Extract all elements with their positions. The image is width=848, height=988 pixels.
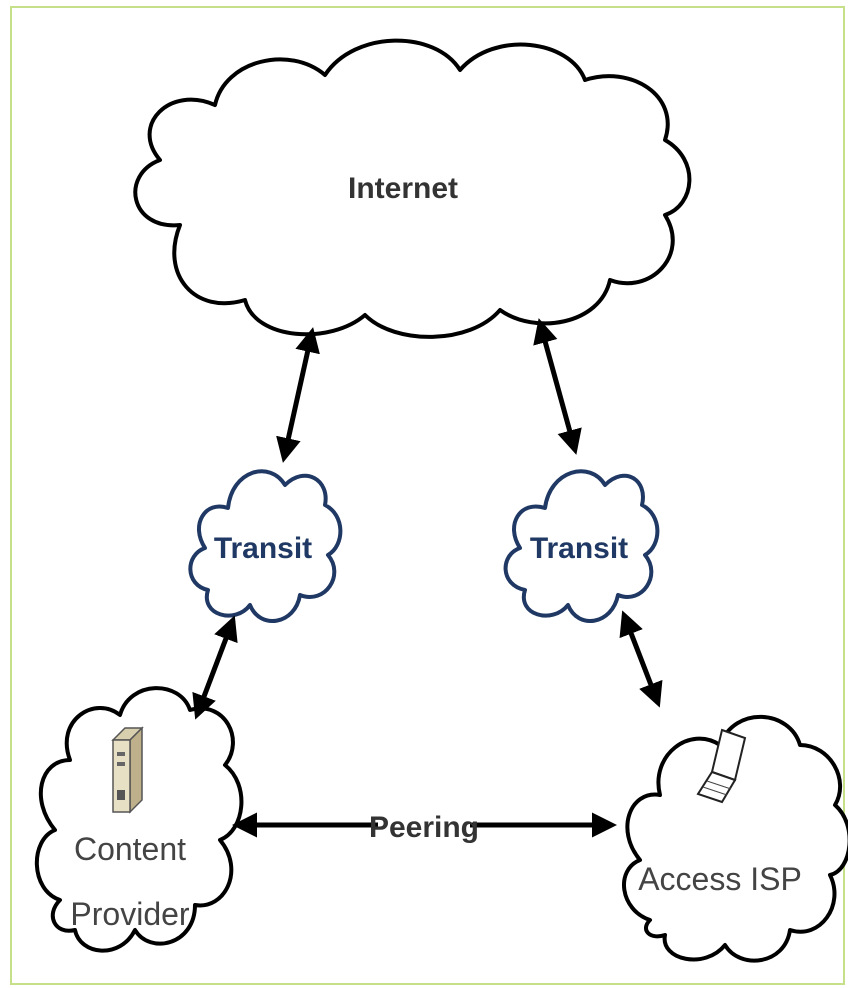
transit-right-label: Transit (530, 532, 628, 565)
laptop-icon (696, 728, 747, 804)
access-isp-label: Access ISP (638, 861, 802, 897)
content-provider-label-line1: Content (74, 831, 186, 867)
peering-label: Peering (369, 811, 479, 844)
transit-left-cloud: Transit (188, 469, 343, 623)
transit-left-label: Transit (214, 532, 312, 565)
link-transit-right-access-isp (619, 610, 663, 708)
content-provider-label-line2: Provider (70, 896, 190, 932)
content-provider-cloud: Content Provider (34, 686, 244, 953)
internet-label: Internet (348, 172, 458, 205)
diagram-frame (10, 6, 845, 985)
link-transit-left-content-provider (192, 615, 238, 720)
server-icon (111, 726, 144, 814)
transit-right-cloud: Transit (503, 469, 660, 623)
internet-cloud: Internet (133, 38, 692, 339)
access-isp-cloud: Access ISP (622, 714, 848, 963)
link-internet-transit-left (276, 327, 320, 463)
peering-label-bg (378, 805, 470, 841)
peering-link: Peering (232, 805, 617, 844)
link-internet-transit-right (533, 318, 582, 455)
